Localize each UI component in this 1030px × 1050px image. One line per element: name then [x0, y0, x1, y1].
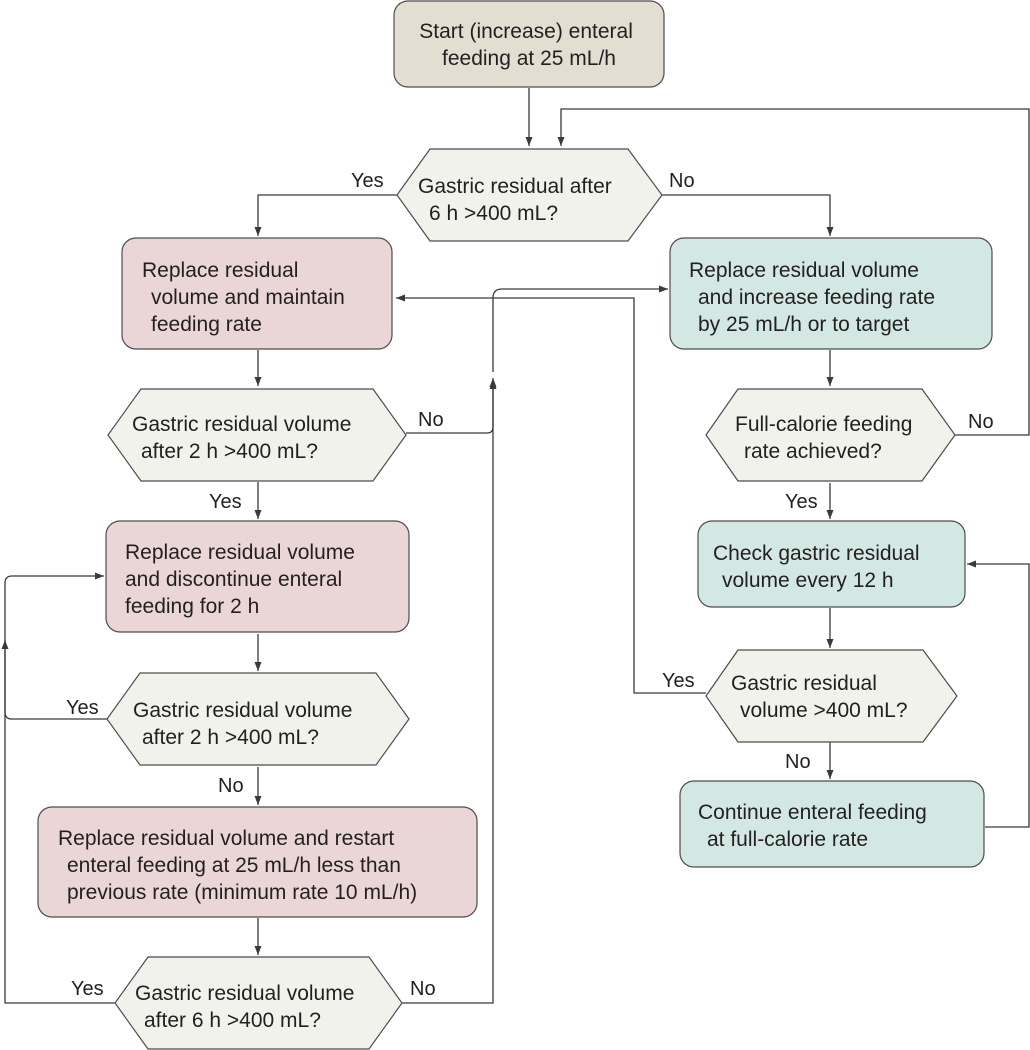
continue-full-box: [679, 780, 985, 868]
label-d2-yes: Yes: [209, 491, 242, 513]
replace-discontinue-text: Replace residual volume and discontinue …: [125, 541, 361, 618]
decision-2h-first: [107, 388, 407, 482]
decision-full-calorie-line-2: rate achieved?: [744, 440, 882, 463]
decision-full-calorie: [705, 388, 956, 482]
start-text: Start (increase) enteral feeding at 25 m…: [419, 20, 638, 70]
replace-increase-line-1: Replace residual volume: [689, 259, 919, 282]
label-d1-yes: Yes: [351, 170, 384, 192]
decision-2h-second: [106, 672, 410, 766]
decision-6h-final-line-1: Gastric residual volume: [135, 982, 354, 1005]
label-d6-yes: Yes: [71, 978, 104, 1000]
edge-d1-no-to-replace-increase: [662, 194, 834, 236]
replace-maintain-text: Replace residual volume and maintain fee…: [142, 259, 351, 336]
label-d3-no: No: [218, 775, 244, 797]
label-d2-no: No: [418, 409, 444, 431]
edge-yes-loop-to-replace-maintain: [396, 294, 706, 694]
decision-2h-first-line-2: after 2 h >400 mL?: [141, 440, 318, 463]
replace-restart-text: Replace residual volume and restart ente…: [58, 827, 417, 904]
decision-full-calorie-text: Full-calorie feeding rate achieved?: [735, 413, 918, 463]
edge-continue-loop-to-check-12h: [967, 560, 1030, 828]
replace-restart-box: [37, 806, 478, 918]
label-d5-no: No: [785, 751, 811, 773]
replace-maintain-box: [121, 237, 393, 350]
decision-6h-initial-text: Gastric residual after 6 h >400 mL?: [418, 175, 618, 225]
replace-increase-line-2: and increase feeding rate: [698, 286, 935, 309]
start-box: [393, 0, 665, 88]
replace-increase-text: Replace residual volume and increase fee…: [689, 259, 941, 336]
edge-d6-no-up: [402, 380, 497, 1004]
replace-discontinue-box: [105, 520, 410, 633]
decision-2h-first-line-1: Gastric residual volume: [132, 413, 351, 436]
continue-full-line-2: at full-calorie rate: [707, 828, 868, 851]
decision-2h-second-text: Gastric residual volume after 2 h >400 m…: [133, 699, 358, 749]
decision-6h-initial-line-2: 6 h >400 mL?: [429, 202, 558, 225]
decision-2h-second-line-1: Gastric residual volume: [133, 699, 352, 722]
replace-restart-line-1: Replace residual volume and restart: [58, 827, 394, 850]
edge-d4-no-loop-to-d1: [557, 108, 1030, 436]
decision-2h-second-line-2: after 2 h >400 mL?: [142, 726, 319, 749]
continue-full-text: Continue enteral feeding at full-calorie…: [698, 801, 933, 851]
nodes: Start (increase) enteral feeding at 25 m…: [37, 0, 993, 1050]
check-12h-line-1: Check gastric residual: [713, 542, 920, 565]
replace-discontinue-line-1: Replace residual volume: [125, 541, 355, 564]
decision-400-check-text: Gastric residual volume >400 mL?: [731, 672, 908, 722]
replace-discontinue-line-2: and discontinue enteral: [125, 568, 342, 591]
decision-6h-final-line-2: after 6 h >400 mL?: [144, 1009, 321, 1032]
edge-labels: Yes No No Yes Yes No Yes No No Yes Yes N…: [66, 170, 994, 1000]
decision-400-check: [705, 649, 958, 743]
replace-maintain-line-3: feeding rate: [151, 313, 262, 336]
label-d4-no: No: [968, 411, 994, 433]
label-d5-yes: Yes: [662, 670, 695, 692]
check-12h-text: Check gastric residual volume every 12 h: [713, 542, 925, 592]
replace-maintain-line-2: volume and maintain: [151, 286, 345, 309]
replace-restart-line-3: previous rate (minimum rate 10 mL/h): [67, 881, 417, 904]
edge-d6-yes-loop: [1, 640, 115, 1004]
decision-2h-first-text: Gastric residual volume after 2 h >400 m…: [132, 413, 357, 463]
decision-6h-final: [114, 956, 403, 1050]
edge-junction-to-replace-increase: [492, 285, 668, 372]
edges: [1, 88, 1030, 1004]
replace-restart-line-2: enteral feeding at 25 mL/h less than: [67, 854, 401, 877]
replace-maintain-line-1: Replace residual: [142, 259, 298, 282]
decision-6h-initial-line-1: Gastric residual after: [418, 175, 612, 198]
start-line-1: Start (increase) enteral: [419, 20, 633, 43]
label-d3-yes: Yes: [66, 697, 99, 719]
label-d4-yes: Yes: [785, 491, 818, 513]
decision-400-check-line-1: Gastric residual: [731, 672, 877, 695]
decision-400-check-line-2: volume >400 mL?: [740, 699, 908, 722]
replace-discontinue-line-3: feeding for 2 h: [125, 595, 259, 618]
check-12h-box: [697, 520, 966, 608]
continue-full-line-1: Continue enteral feeding: [698, 801, 927, 824]
edge-d1-yes-to-replace-maintain: [254, 194, 397, 236]
check-12h-line-2: volume every 12 h: [722, 569, 894, 592]
label-d6-no: No: [410, 978, 436, 1000]
start-line-2: feeding at 25 mL/h: [442, 47, 616, 70]
replace-increase-box: [669, 237, 993, 350]
decision-6h-initial: [396, 148, 663, 242]
label-d1-no: No: [669, 170, 695, 192]
decision-full-calorie-line-1: Full-calorie feeding: [735, 413, 912, 436]
replace-increase-line-3: by 25 mL/h or to target: [698, 313, 909, 336]
decision-6h-final-text: Gastric residual volume after 6 h >400 m…: [135, 982, 360, 1032]
